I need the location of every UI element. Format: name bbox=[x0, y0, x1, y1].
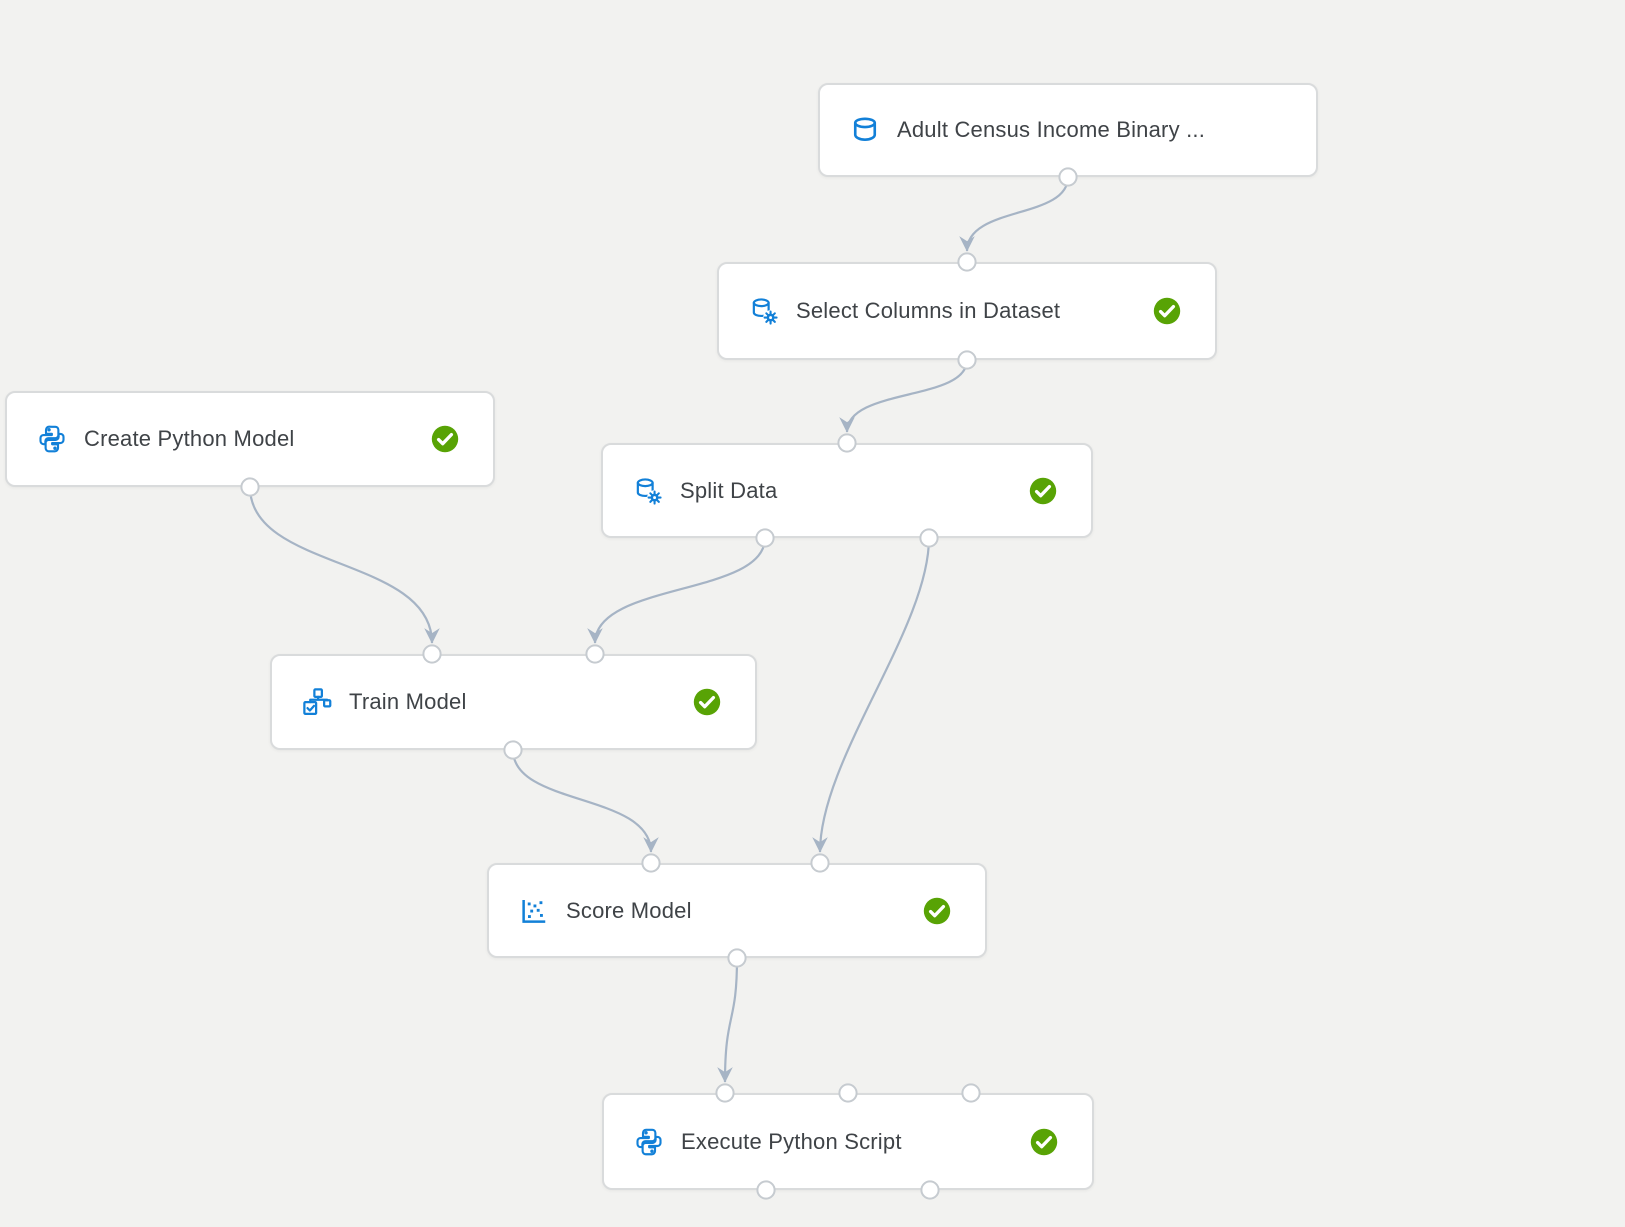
connection-score-model-to-execute-python-script[interactable] bbox=[717, 957, 739, 1083]
node-label: Create Python Model bbox=[84, 426, 295, 451]
status-completed-icon bbox=[693, 688, 721, 716]
node-split-data[interactable]: Split Data bbox=[601, 443, 1093, 538]
python-icon bbox=[633, 1126, 665, 1158]
connection-select-columns-in-dataset-to-split-data[interactable] bbox=[839, 359, 969, 433]
train-model-icon bbox=[301, 686, 333, 718]
node-label: Split Data bbox=[680, 477, 778, 503]
connection-create-python-model-to-train-model[interactable] bbox=[248, 486, 440, 644]
connection-adult-census-dataset-to-select-columns-in-dataset[interactable] bbox=[959, 176, 1070, 252]
scatter-plot-icon bbox=[518, 895, 550, 927]
node-execute-python-script[interactable]: Execute Python Script bbox=[602, 1093, 1094, 1190]
node-create-python-model[interactable]: Create Python Model bbox=[5, 391, 495, 487]
connection-train-model-to-score-model[interactable] bbox=[511, 749, 659, 853]
node-label: Score Model bbox=[566, 897, 692, 923]
connection-split-data-to-score-model[interactable] bbox=[812, 537, 931, 853]
dataset-icon bbox=[849, 114, 881, 146]
status-completed-icon bbox=[1029, 477, 1057, 505]
status-completed-icon bbox=[1153, 297, 1181, 325]
node-label: Execute Python Script bbox=[681, 1128, 902, 1154]
database-gear-icon bbox=[632, 475, 664, 507]
status-completed-icon bbox=[1030, 1128, 1058, 1156]
node-adult-census-dataset[interactable]: Adult Census Income Binary ... bbox=[818, 83, 1318, 177]
connection-split-data-to-train-model[interactable] bbox=[587, 537, 767, 644]
node-train-model[interactable]: Train Model bbox=[270, 654, 757, 750]
node-label: Select Columns in Dataset bbox=[796, 298, 1061, 323]
status-completed-icon bbox=[431, 425, 459, 453]
status-completed-icon bbox=[923, 897, 951, 925]
node-label: Train Model bbox=[349, 689, 467, 714]
python-icon bbox=[36, 423, 68, 455]
database-gear-icon bbox=[748, 295, 780, 327]
node-score-model[interactable]: Score Model bbox=[487, 863, 987, 958]
node-select-columns-in-dataset[interactable]: Select Columns in Dataset bbox=[717, 262, 1217, 360]
node-label: Adult Census Income Binary ... bbox=[897, 117, 1206, 142]
